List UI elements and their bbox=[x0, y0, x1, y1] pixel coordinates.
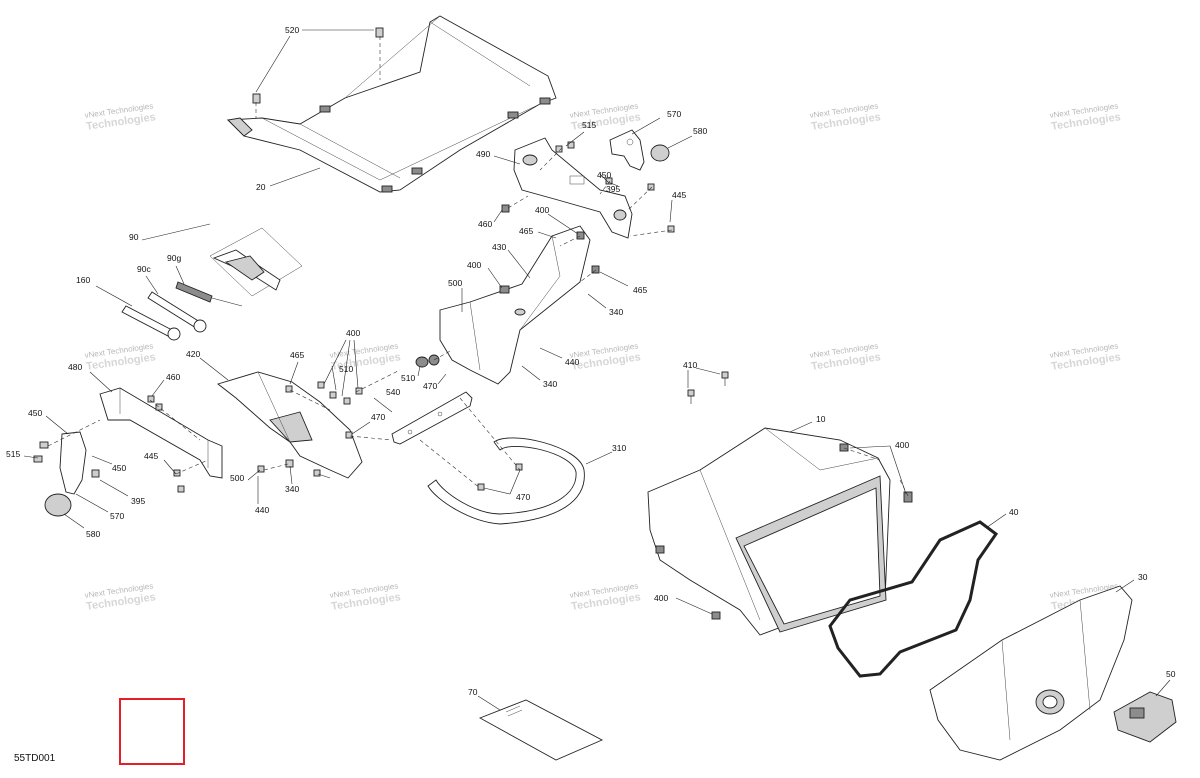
highlight-box bbox=[119, 698, 185, 765]
part-420-shroud bbox=[217, 371, 363, 479]
callout-465-mid: 465 bbox=[290, 350, 304, 360]
callout-450-left: 450 bbox=[28, 408, 42, 418]
part-160-wrench bbox=[121, 305, 181, 341]
callout-480: 480 bbox=[68, 362, 82, 372]
callout-450-left2: 450 bbox=[112, 463, 126, 473]
callout-445-left: 445 bbox=[144, 451, 158, 461]
callout-395-top: 395 bbox=[606, 184, 620, 194]
callout-510-mid: 510 bbox=[401, 373, 415, 383]
callout-400-top: 400 bbox=[535, 205, 549, 215]
part-570-left-plate bbox=[59, 431, 87, 495]
part-30-lid bbox=[929, 585, 1133, 761]
callout-470-mid: 470 bbox=[423, 381, 437, 391]
part-430-support bbox=[415, 225, 600, 385]
callout-470-left: 470 bbox=[371, 412, 385, 422]
callout-465-top: 465 bbox=[519, 226, 533, 236]
callout-400-mid: 400 bbox=[467, 260, 481, 270]
callout-490: 490 bbox=[476, 149, 490, 159]
callout-10: 10 bbox=[816, 414, 826, 424]
assembly-dash-lines bbox=[47, 36, 909, 497]
callout-570: 570 bbox=[667, 109, 681, 119]
callout-340-right: 340 bbox=[609, 307, 623, 317]
part-480-bracket bbox=[99, 387, 223, 479]
callout-460-top: 460 bbox=[478, 219, 492, 229]
callout-90g: 90g bbox=[167, 253, 181, 263]
callout-445-top: 445 bbox=[672, 190, 686, 200]
part-540-rail bbox=[391, 391, 473, 445]
callout-540: 540 bbox=[386, 387, 400, 397]
callout-labels: 520 20 570 580 490 515 450 395 445 460 4… bbox=[6, 25, 1176, 697]
part-70-manual bbox=[478, 699, 604, 761]
callout-310: 310 bbox=[612, 443, 626, 453]
part-310-handle bbox=[427, 437, 585, 525]
part-90g-screwdriver bbox=[175, 281, 243, 307]
diagram-code: 55TD001 bbox=[14, 753, 56, 764]
callout-460-left: 460 bbox=[166, 372, 180, 382]
part-580-knob bbox=[650, 144, 670, 162]
callout-160: 160 bbox=[76, 275, 90, 285]
part-20-tray-panel bbox=[226, 15, 557, 193]
part-40-gasket bbox=[828, 520, 999, 678]
callout-510-left: 510 bbox=[339, 364, 353, 374]
part-520-fasteners bbox=[252, 27, 384, 104]
part-90-tool-kit bbox=[209, 227, 303, 297]
small-fasteners-490 bbox=[501, 141, 675, 233]
callout-500-top: 500 bbox=[448, 278, 462, 288]
callout-70: 70 bbox=[468, 687, 478, 697]
callout-440-left: 440 bbox=[255, 505, 269, 515]
callout-20: 20 bbox=[256, 182, 266, 192]
part-10-storage-bin bbox=[647, 427, 913, 636]
callout-30: 30 bbox=[1138, 572, 1148, 582]
callout-400-bin: 400 bbox=[895, 440, 909, 450]
callout-440-right: 440 bbox=[565, 357, 579, 367]
callout-410: 410 bbox=[683, 360, 697, 370]
leader-lines bbox=[23, 29, 1171, 711]
callout-515-top: 515 bbox=[582, 120, 596, 130]
callout-515-left: 515 bbox=[6, 449, 20, 459]
part-570-plate bbox=[609, 129, 645, 171]
callout-465-right: 465 bbox=[633, 285, 647, 295]
callout-90c: 90c bbox=[137, 264, 151, 274]
callout-420: 420 bbox=[186, 349, 200, 359]
callout-470-bottom: 470 bbox=[516, 492, 530, 502]
mid-fasteners bbox=[257, 381, 363, 477]
part-580-left-knob bbox=[44, 493, 72, 517]
callout-400-bin-low: 400 bbox=[654, 593, 668, 603]
small-fasteners-left bbox=[33, 395, 185, 493]
callout-500-left: 500 bbox=[230, 473, 244, 483]
callout-450-top: 450 bbox=[597, 170, 611, 180]
callout-430: 430 bbox=[492, 242, 506, 252]
callout-395-left: 395 bbox=[131, 496, 145, 506]
callout-520: 520 bbox=[285, 25, 299, 35]
callout-340-mid: 340 bbox=[543, 379, 557, 389]
callout-340-left: 340 bbox=[285, 484, 299, 494]
part-490-bracket bbox=[513, 137, 633, 239]
part-50-latch bbox=[1113, 691, 1177, 743]
part-410-bolts bbox=[687, 371, 729, 404]
callout-580-left: 580 bbox=[86, 529, 100, 539]
callout-50: 50 bbox=[1166, 669, 1176, 679]
part-90c-wrench bbox=[147, 291, 207, 333]
callout-40: 40 bbox=[1009, 507, 1019, 517]
callout-90: 90 bbox=[129, 232, 139, 242]
callout-570-left: 570 bbox=[110, 511, 124, 521]
callout-580: 580 bbox=[693, 126, 707, 136]
callout-400-left: 400 bbox=[346, 328, 360, 338]
